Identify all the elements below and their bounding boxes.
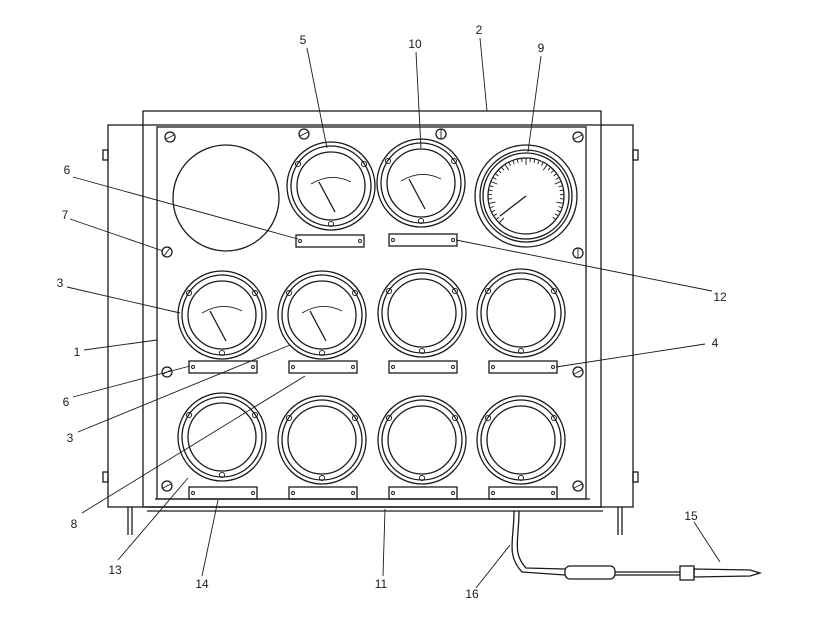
callout-labels: 5 10 2 9 6 7 3 1 6 3 8 13 14 11 16 15 12… [57, 23, 727, 601]
blank-meter [277, 395, 367, 485]
callout-6: 6 [63, 395, 70, 409]
label-plate [288, 360, 358, 374]
callout-9: 9 [538, 41, 545, 55]
callout-4: 4 [712, 336, 719, 350]
label-plate [288, 486, 358, 500]
callout-8: 8 [71, 517, 78, 531]
blank-meter [476, 268, 566, 358]
gauge-tick [494, 173, 499, 177]
analog-meter [376, 138, 466, 228]
gauge-tick [498, 217, 505, 224]
callout-13: 13 [108, 563, 122, 577]
blank-meter [177, 392, 267, 482]
label-plate [388, 233, 458, 247]
gauge-tick [556, 201, 564, 204]
label-plate [188, 486, 258, 500]
callout-16: 16 [465, 587, 479, 601]
gauge-tick [508, 161, 511, 166]
gauge-tick [550, 169, 555, 174]
meter-scale [201, 306, 243, 314]
screw [298, 128, 310, 140]
gauge-tick [491, 209, 496, 213]
gauge-tick [558, 185, 563, 188]
analog-meter [177, 270, 267, 360]
gauge-tick [542, 164, 548, 171]
gauge-tick [492, 177, 497, 180]
meter-needle [318, 181, 336, 213]
screw [572, 247, 584, 259]
blank-opening [172, 144, 280, 252]
callout-10: 10 [408, 37, 422, 51]
panel-screws [161, 128, 584, 492]
blank-meter [476, 395, 566, 485]
meter-needle [309, 310, 327, 342]
screw [435, 128, 447, 140]
gauge-tick [552, 216, 557, 220]
callout-1: 1 [74, 345, 81, 359]
meter-scale [400, 174, 442, 182]
meter-needle [408, 178, 426, 210]
gauge-tick [488, 201, 496, 204]
gauge-tick [512, 160, 515, 165]
screw [161, 480, 173, 492]
callout-6: 6 [64, 163, 71, 177]
gauge-tick [488, 189, 493, 192]
callout-11: 11 [375, 577, 388, 591]
blank-meter [377, 395, 467, 485]
blank-meter [377, 268, 467, 358]
label-plate [388, 360, 458, 374]
gauge-tick [554, 213, 559, 217]
label-plate [295, 234, 365, 248]
analog-meter [286, 141, 376, 231]
gauge-tick [516, 158, 519, 164]
gauge-tick [533, 158, 536, 164]
callout-14: 14 [195, 577, 209, 591]
gauge-tick [495, 216, 500, 220]
callout-3: 3 [67, 431, 74, 445]
callout-3: 3 [57, 276, 64, 290]
screw [572, 480, 584, 492]
label-plate [488, 360, 558, 374]
gauge-tick [547, 166, 552, 171]
gauge-tick [541, 161, 544, 166]
analog-meter [277, 270, 367, 360]
gauge-tick [489, 206, 494, 209]
leader-lines [66, 37, 721, 589]
callout-15: 15 [684, 509, 698, 523]
meter-scale [301, 306, 343, 314]
screw [164, 131, 176, 143]
gauge-tick [489, 185, 494, 188]
screw [572, 366, 584, 378]
callout-7: 7 [62, 208, 69, 222]
gauge-tick [558, 206, 563, 209]
gauge-tick [500, 166, 505, 171]
probe-lead [511, 510, 763, 581]
screw [161, 246, 173, 258]
label-plate [388, 486, 458, 500]
gauge-tick [490, 181, 498, 185]
gauge-tick [497, 169, 502, 174]
callout-2: 2 [476, 23, 483, 37]
screw [572, 131, 584, 143]
label-plate [188, 360, 258, 374]
gauge-tick [556, 209, 561, 213]
gauge-tick [493, 213, 498, 217]
gauge-tick [553, 173, 558, 177]
meter-scale [310, 177, 352, 185]
gauge-tick [537, 160, 540, 165]
callout-12: 12 [713, 290, 727, 304]
gauge-tick [504, 164, 510, 171]
dial-gauge [474, 144, 578, 248]
gauge-tick [559, 189, 564, 192]
meter-needle [209, 310, 227, 342]
gauge-tick [554, 181, 562, 185]
callout-5: 5 [300, 33, 307, 47]
meter-group [177, 138, 566, 485]
gauge-tick [555, 177, 560, 180]
label-plate [488, 486, 558, 500]
